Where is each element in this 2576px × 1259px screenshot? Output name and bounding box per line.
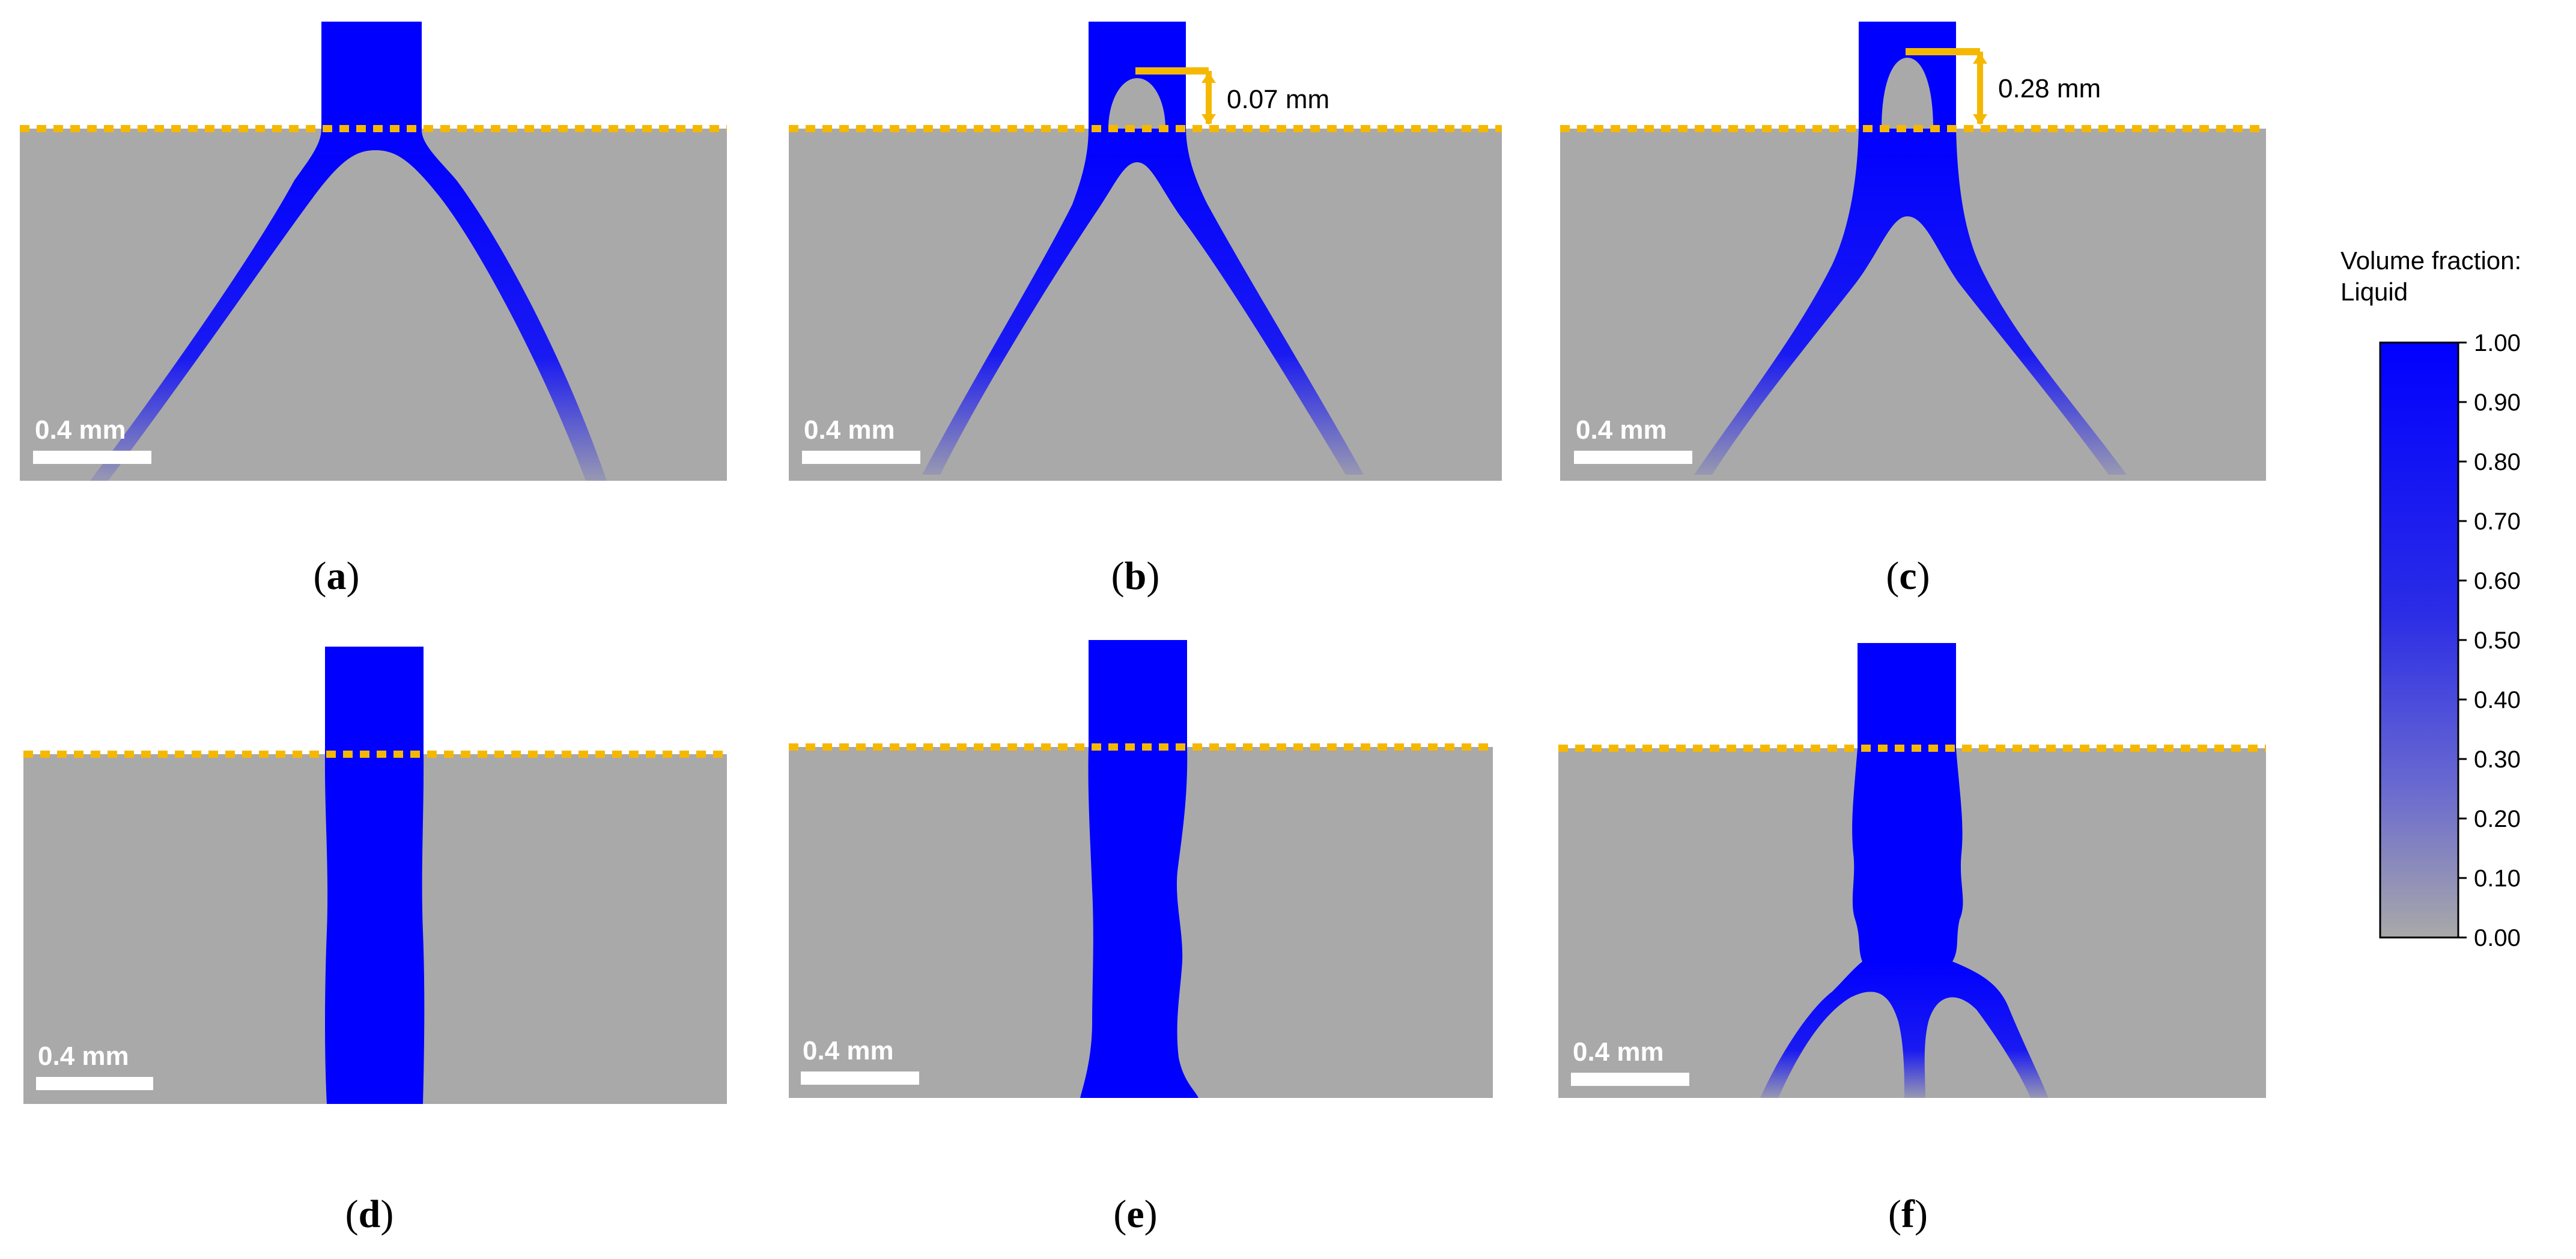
panel-b-field	[789, 129, 1502, 481]
colorbar-ticks: 1.00 0.90 0.80 0.70 0.60 0.50 0.40 0.30 0.20 0.10…	[2458, 330, 2521, 951]
colorbar-gradient	[2379, 341, 2459, 939]
panel-e-scale-bar	[801, 1072, 919, 1085]
colorbar-tick-label: 0.50	[2474, 627, 2521, 654]
panel-f-nozzle	[1858, 643, 1956, 748]
panel-c-scale-label: 0.4 mm	[1576, 415, 1667, 445]
panel-d-scale-bar	[36, 1077, 153, 1090]
panel-d-jet-column	[324, 754, 425, 1104]
colorbar-tick-label: 0.60	[2474, 568, 2521, 594]
colorbar-tick-label: 0.80	[2474, 449, 2521, 475]
panel-f-caption: (f)	[1888, 1192, 1928, 1236]
panel-d-caption: (d)	[345, 1192, 394, 1236]
colorbar-tick-label: 0.20	[2474, 806, 2521, 832]
panel-f-jet-column	[1852, 748, 1963, 962]
colorbar: Volume fraction: Liquid 1.00 0.90 0.80 0.70…	[2341, 246, 2521, 951]
panel-b-gas-core	[1108, 78, 1165, 129]
panel-f-jet-split	[1760, 962, 2049, 1098]
colorbar-tick-label: 1.00	[2474, 330, 2521, 356]
panel-a: 0.4 mm (a)	[20, 22, 727, 598]
colorbar-tick-label: 0.00	[2474, 925, 2521, 951]
panel-c-penetration-label: 0.28 mm	[1998, 74, 2101, 103]
panel-e: 0.4 mm (e)	[789, 640, 1493, 1236]
panel-c-penetration-marker	[1906, 48, 1987, 125]
colorbar-title-line2: Liquid	[2341, 278, 2408, 306]
panel-e-scale-label: 0.4 mm	[803, 1036, 894, 1065]
panel-c-scale-bar	[1574, 451, 1692, 464]
colorbar-tick-label: 0.70	[2474, 508, 2521, 535]
colorbar-tick-label: 0.30	[2474, 746, 2521, 773]
panel-c-gas-core	[1882, 58, 1933, 129]
panel-b-scale-label: 0.4 mm	[804, 415, 895, 445]
panel-f-scale-label: 0.4 mm	[1573, 1037, 1664, 1067]
colorbar-tick-label: 0.10	[2474, 865, 2521, 892]
panel-f-scale-bar	[1571, 1073, 1689, 1086]
panel-c-jet-branches	[1694, 129, 2127, 475]
panel-b-scale-bar	[802, 451, 920, 464]
panel-a-jet-branches	[90, 129, 607, 481]
panel-a-scale-label: 0.4 mm	[35, 415, 126, 445]
panel-b-penetration-marker	[1135, 67, 1216, 125]
panel-b-caption: (b)	[1111, 554, 1160, 598]
colorbar-tick-label: 0.90	[2474, 389, 2521, 416]
panel-b-penetration-label: 0.07 mm	[1227, 85, 1329, 114]
panel-e-jet-column	[1080, 747, 1198, 1098]
panel-c-caption: (c)	[1886, 554, 1930, 598]
panel-f: 0.4 mm (f)	[1558, 643, 2266, 1236]
panel-a-nozzle	[321, 22, 422, 129]
panel-e-caption: (e)	[1113, 1192, 1157, 1236]
panel-d-scale-label: 0.4 mm	[38, 1041, 129, 1071]
panel-a-scale-bar	[33, 451, 151, 464]
colorbar-tick-label: 0.40	[2474, 687, 2521, 713]
panel-e-nozzle	[1089, 640, 1187, 747]
panel-d-nozzle	[325, 647, 424, 754]
panel-c: 0.28 mm 0.4 mm (c)	[1560, 22, 2266, 598]
panel-b: 0.07 mm 0.4 mm (b)	[789, 22, 1502, 598]
panel-a-caption: (a)	[314, 554, 360, 598]
colorbar-title-line1: Volume fraction:	[2341, 246, 2521, 275]
panel-d: 0.4 mm (d)	[23, 647, 727, 1236]
